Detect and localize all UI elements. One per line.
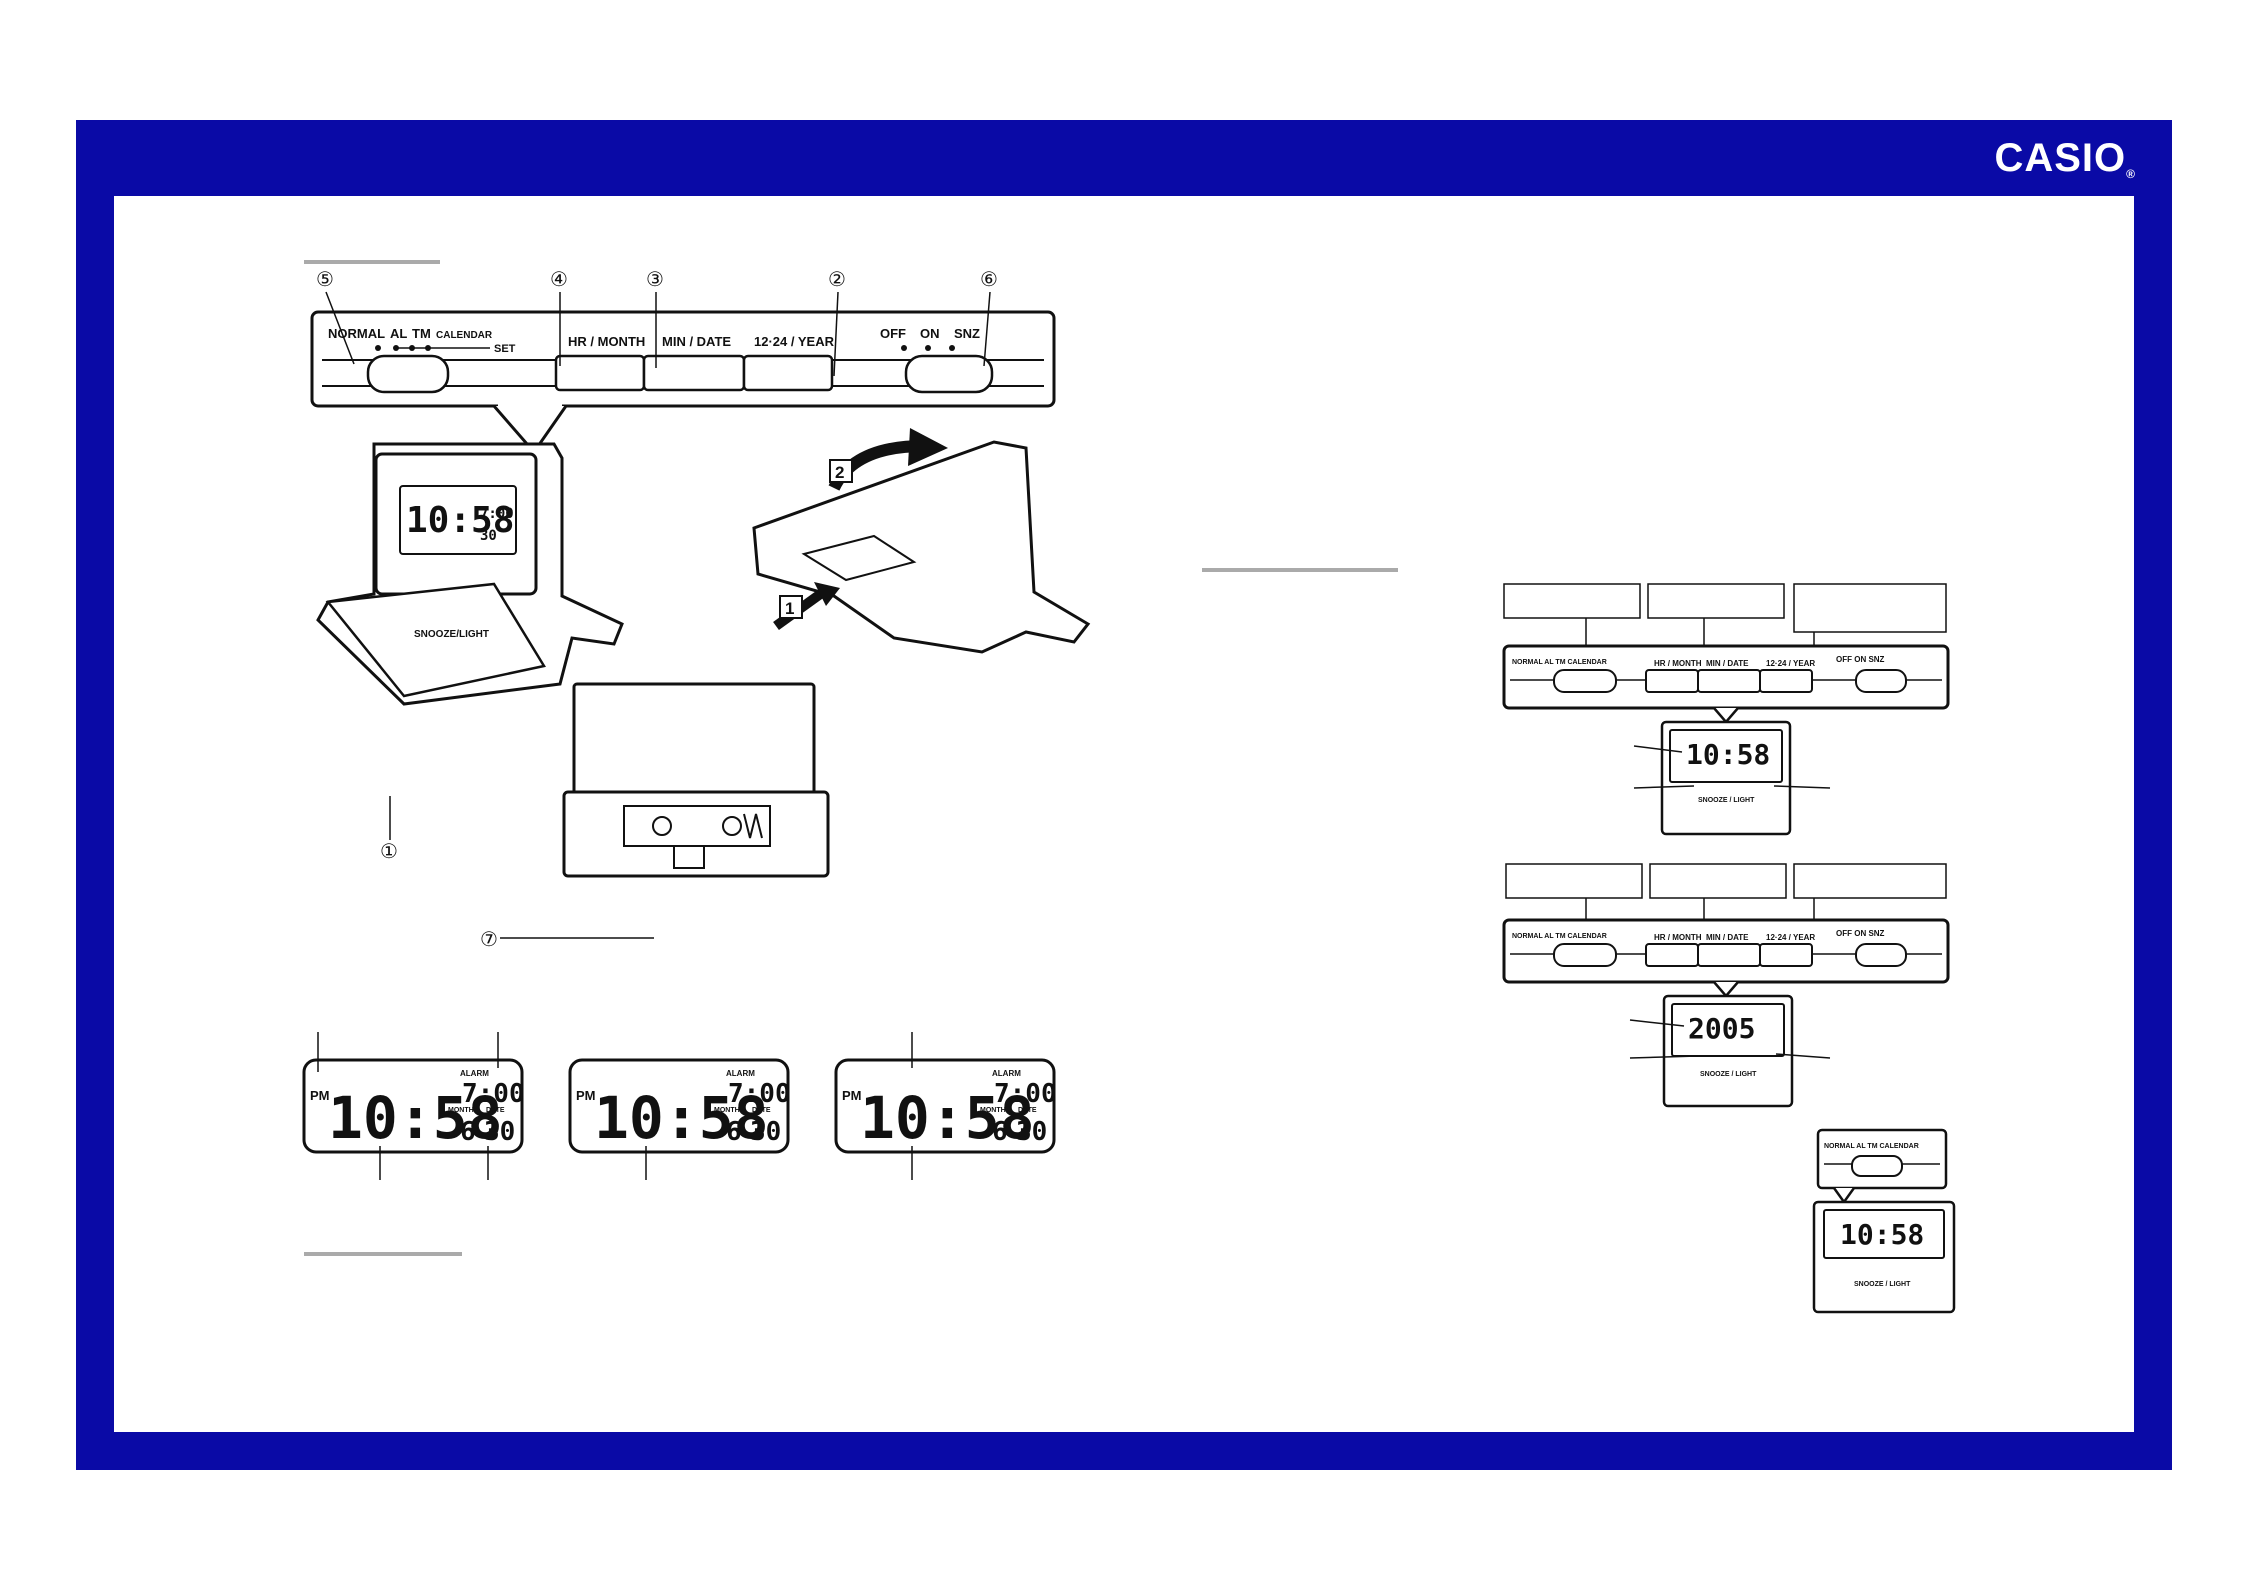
lcd-date: 30	[1016, 1117, 1047, 1147]
lcd-month-label: MONTH	[714, 1107, 740, 1114]
alarm-label-on: ON	[920, 326, 940, 341]
note-box	[1793, 863, 1947, 899]
mini-mode-labels: NORMAL AL TM CALENDAR	[1512, 659, 1607, 666]
lcd-time: 10:58	[328, 1084, 503, 1152]
note-box	[1503, 583, 1641, 619]
clock-front-label: SNOOZE/LIGHT	[414, 629, 489, 640]
lcd-month: 6	[726, 1117, 742, 1147]
heading-rule-parts	[304, 260, 440, 264]
heading-rule-setting	[1202, 568, 1398, 572]
setting-screen-value: 10:58	[1686, 738, 1770, 771]
callout-6: ⑥	[980, 269, 998, 291]
lcd-ampm: PM	[842, 1088, 862, 1103]
setting-panel-2: NORMAL AL TM CALENDAR HR / MONTH MIN / D…	[1502, 863, 1950, 1108]
setting-front-label: SNOOZE / LIGHT	[1700, 1071, 1757, 1078]
clock-screen-time: 10:58	[406, 500, 514, 541]
callout-5: ⑤	[316, 269, 334, 291]
small-front-label: SNOOZE / LIGHT	[1854, 1281, 1911, 1288]
mode-label-normal: NORMAL	[328, 326, 385, 341]
setting-screen-value: 2005	[1688, 1012, 1755, 1045]
battery-cover-illustration: 1 2	[752, 428, 1091, 654]
setting-front-label: SNOOZE / LIGHT	[1698, 797, 1755, 804]
clock-screen-date: 30	[480, 528, 497, 544]
lcd-month: 6	[460, 1117, 476, 1147]
clock-body-illustration: SNOOZE/LIGHT 10:58 7:00 30	[316, 442, 624, 706]
page-frame: CASIO® NORMAL AL TM CALENDAR SET	[76, 120, 2172, 1470]
small-clock: NORMAL AL TM CALENDAR 10:58 SNOOZE / LIG…	[1812, 1128, 1956, 1314]
lcd-date-label: DATE	[486, 1107, 505, 1114]
mini-hr-month: HR / MONTH	[1654, 933, 1702, 942]
callout-2: ②	[828, 269, 846, 291]
manual-page: NORMAL AL TM CALENDAR SET HR / MONTH MIN…	[114, 196, 2134, 1432]
lcd-date: 30	[750, 1117, 781, 1147]
note-box	[1649, 863, 1787, 899]
lcd-alarm-label: ALARM	[726, 1069, 755, 1078]
lcd-month-label: MONTH	[980, 1107, 1006, 1114]
hr-month-button[interactable]	[554, 354, 646, 392]
mode-label-al: AL	[390, 326, 407, 341]
callout-4: ④	[550, 269, 568, 291]
note-box	[1505, 863, 1643, 899]
lcd-alarm-time: 7:00	[728, 1079, 791, 1109]
casio-logo: CASIO®	[1994, 136, 2136, 181]
note-box	[1647, 583, 1785, 619]
alarm-slider[interactable]	[904, 354, 994, 394]
mini-12-24-year: 12·24 / YEAR	[1766, 659, 1815, 668]
hr-month-label: HR / MONTH	[568, 334, 645, 349]
mini-min-date: MIN / DATE	[1706, 659, 1749, 668]
mini-mode-labels: NORMAL AL TM CALENDAR	[1512, 933, 1607, 940]
callout-3: ③	[646, 269, 664, 291]
alarm-label-snz: SNZ	[954, 326, 980, 341]
12-24-year-label: 12·24 / YEAR	[754, 334, 835, 349]
lcd-date: 30	[484, 1117, 515, 1147]
min-date-label: MIN / DATE	[662, 334, 731, 349]
lcd-display-1: PM 10:58 ALARM 7:00 MONTH DATE 6 30	[302, 1032, 525, 1180]
lcd-alarm-time: 7:00	[994, 1079, 1057, 1109]
logo-text: CASIO	[1994, 136, 2127, 180]
min-date-button[interactable]	[642, 354, 746, 392]
manual-illustrations: NORMAL AL TM CALENDAR SET HR / MONTH MIN…	[302, 260, 1956, 1314]
battery-step-1: 1	[785, 599, 794, 618]
lcd-ampm: PM	[310, 1088, 330, 1103]
setting-panel-1: NORMAL AL TM CALENDAR HR / MONTH MIN / D…	[1502, 583, 1950, 836]
mini-alarm-labels: OFF ON SNZ	[1836, 929, 1885, 938]
battery-step-2: 2	[835, 463, 844, 482]
lcd-ampm: PM	[576, 1088, 596, 1103]
lcd-month: 6	[992, 1117, 1008, 1147]
lcd-time: 10:58	[594, 1084, 769, 1152]
mode-label-set: SET	[494, 343, 516, 355]
battery-compartment-illustration	[562, 682, 830, 878]
heading-rule-bottom	[304, 1252, 462, 1256]
small-mode-labels: NORMAL AL TM CALENDAR	[1824, 1143, 1919, 1150]
note-box	[1793, 583, 1947, 633]
callout-1: ①	[380, 841, 398, 863]
mode-label-tm: TM	[412, 326, 431, 341]
lcd-alarm-time: 7:00	[462, 1079, 525, 1109]
callout-7: ⑦	[480, 929, 498, 951]
lcd-date-label: DATE	[1018, 1107, 1037, 1114]
small-screen-value: 10:58	[1840, 1218, 1924, 1251]
lcd-month-label: MONTH	[448, 1107, 474, 1114]
registered-mark: ®	[2126, 167, 2136, 181]
mode-slider[interactable]	[366, 354, 450, 394]
mini-min-date: MIN / DATE	[1706, 933, 1749, 942]
lcd-display-2: PM 10:58 ALARM 7:00 MONTH DATE 6 30	[568, 1058, 791, 1180]
mode-label-calendar: CALENDAR	[436, 330, 493, 341]
top-panel: NORMAL AL TM CALENDAR SET HR / MONTH MIN…	[310, 310, 1056, 455]
lcd-time: 10:58	[860, 1084, 1035, 1152]
12-24-year-button[interactable]	[742, 354, 834, 392]
lcd-alarm-label: ALARM	[460, 1069, 489, 1078]
mini-12-24-year: 12·24 / YEAR	[1766, 933, 1815, 942]
lcd-date-label: DATE	[752, 1107, 771, 1114]
clock-screen-alarm: 7:00	[480, 506, 514, 522]
mini-alarm-labels: OFF ON SNZ	[1836, 655, 1885, 664]
mini-hr-month: HR / MONTH	[1654, 659, 1702, 668]
lcd-display-3: PM 10:58 ALARM 7:00 MONTH DATE 6 30	[834, 1032, 1057, 1180]
alarm-label-off: OFF	[880, 326, 906, 341]
lcd-alarm-label: ALARM	[992, 1069, 1021, 1078]
